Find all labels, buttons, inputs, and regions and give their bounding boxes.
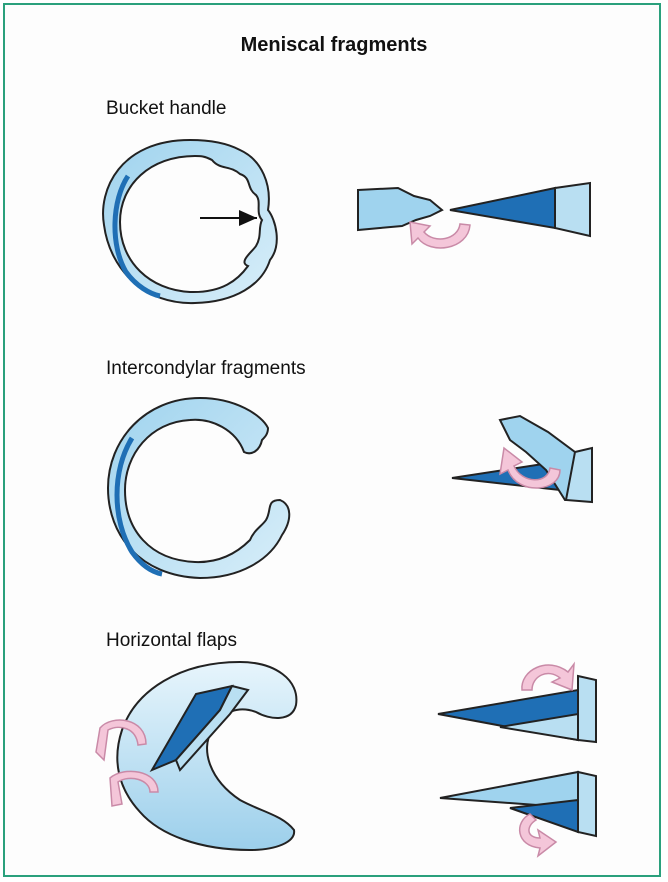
intercondylar-meniscus — [108, 398, 289, 578]
intercondylar-cross-section — [452, 416, 592, 502]
horizontal-flap-cross-section-top — [438, 664, 596, 742]
horizontal-flap-cross-section-bottom — [440, 772, 596, 856]
horizontal-flap-meniscus — [96, 662, 296, 850]
bucket-handle-meniscus — [103, 140, 277, 303]
rotation-arrow — [410, 222, 470, 248]
bucket-handle-cross-section — [358, 183, 590, 248]
rotation-arrow — [522, 664, 574, 690]
